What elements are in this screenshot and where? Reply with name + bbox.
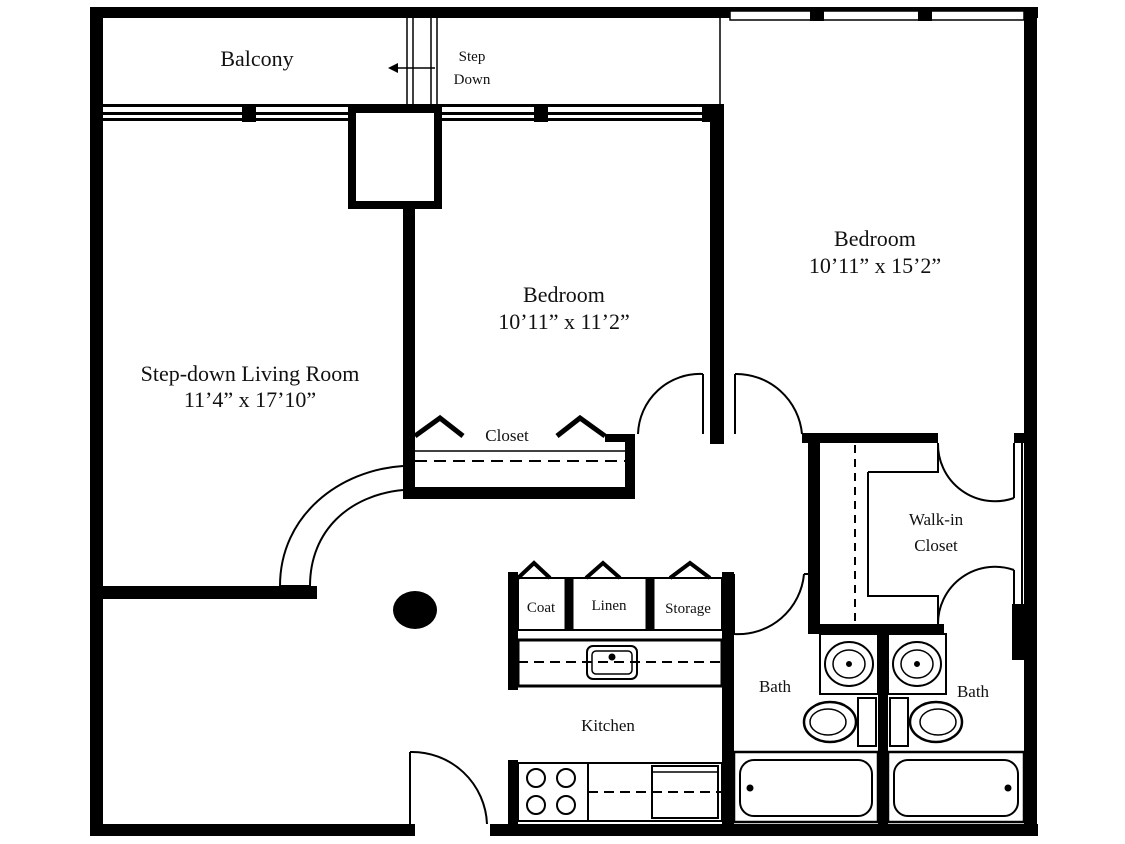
interior-walls (103, 104, 1032, 832)
balcony-label: Balcony (220, 46, 293, 71)
bedroom-large-name: Bedroom (834, 226, 916, 251)
column-dot (393, 591, 437, 629)
bath-left-fixtures (732, 633, 880, 824)
walk-in-closet-label-line1: Walk-in (909, 510, 964, 529)
wall-top-left (90, 7, 730, 18)
living-room-name: Step-down Living Room (141, 361, 360, 386)
coat-closet-label: Coat (527, 600, 556, 616)
bedroom-small-size: 10’11” x 11’2” (498, 309, 630, 334)
living-room-curved-step (279, 465, 404, 587)
kitchen-counter-sink (516, 638, 724, 688)
walk-in-closet-details (854, 440, 1023, 625)
kitchen-stove-counter (517, 762, 723, 822)
kitchen-label: Kitchen (581, 716, 635, 735)
bath-right-fixtures (886, 633, 1026, 824)
bedroom-doors (637, 372, 803, 435)
bath-doors (733, 573, 808, 636)
step-down-lines (406, 18, 438, 104)
storage-closet-label: Storage (665, 601, 711, 617)
structural-column (348, 105, 442, 209)
bath-right-label: Bath (957, 682, 990, 701)
exterior-walls (90, 7, 1038, 836)
hall-closets (516, 560, 723, 631)
closet-rod (415, 450, 625, 462)
step-down-arrow (388, 63, 435, 73)
entry-door (409, 750, 488, 825)
walk-in-closet-label-line2: Closet (914, 536, 958, 555)
wall-bottom-left (90, 824, 415, 836)
step-down-label-line1: Step (459, 49, 486, 65)
bedroom-large-size: 10’11” x 15’2” (809, 253, 941, 278)
wall-left (90, 7, 103, 835)
closet-bifold-doors (413, 414, 607, 439)
living-room-size: 11’4” x 17’10” (184, 387, 316, 412)
top-windows (729, 9, 1025, 21)
bath-left-label: Bath (759, 677, 792, 696)
wall-bottom-right (490, 824, 1038, 836)
closet-label: Closet (485, 426, 529, 445)
wall-right (1024, 7, 1037, 836)
step-down-label-line2: Down (454, 72, 491, 88)
bedroom-small-name: Bedroom (523, 282, 605, 307)
linen-closet-label: Linen (592, 598, 627, 614)
